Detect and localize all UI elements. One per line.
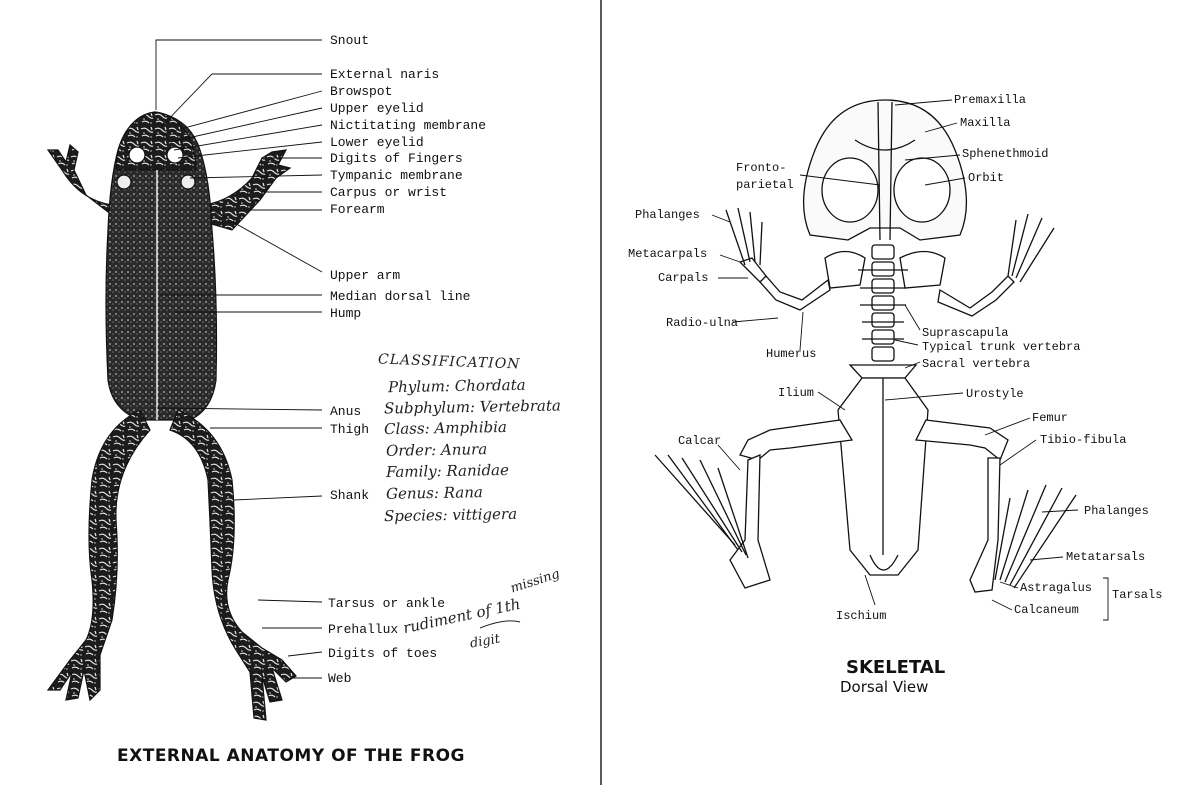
- skeletal-label: Tibio-fibula: [1040, 433, 1127, 447]
- skeletal-label: Tarsals: [1112, 588, 1163, 602]
- right-fingers: [1007, 213, 1055, 283]
- external-label: Upper eyelid: [330, 101, 424, 116]
- external-label: Carpus or wrist: [330, 185, 448, 200]
- classification-line: Genus: Rana: [385, 483, 484, 503]
- external-label: Forearm: [330, 202, 385, 217]
- skeletal-label: Carpals: [658, 271, 709, 285]
- external-label: Nictitating membrane: [330, 118, 487, 133]
- frog-external-drawing: [46, 111, 297, 721]
- external-label: External naris: [330, 67, 440, 82]
- classification-line: Family: Ranidae: [385, 460, 510, 482]
- skeletal-label: Calcaneum: [1014, 603, 1079, 617]
- skeletal-label: Phalanges: [635, 208, 700, 222]
- external-label: Digits of Fingers: [330, 151, 463, 166]
- skeletal-label: Phalanges: [1084, 504, 1149, 518]
- external-label: Hump: [330, 306, 362, 321]
- skeletal-label: Suprascapula: [922, 326, 1009, 340]
- skeletal-label: Femur: [1032, 411, 1069, 425]
- external-label: Median dorsal line: [330, 289, 471, 304]
- skeletal-label: Humerus: [766, 347, 817, 361]
- external-label: Shank: [330, 488, 370, 503]
- skeletal-label: Premaxilla: [954, 93, 1027, 107]
- skeletal-label: Ischium: [836, 609, 887, 623]
- skeletal-label: Orbit: [968, 171, 1005, 185]
- external-label: Digits of toes: [328, 646, 438, 661]
- external-label: Thigh: [330, 422, 370, 437]
- skeletal-label: parietal: [736, 178, 794, 192]
- external-label: Browspot: [330, 84, 393, 99]
- skeletal-subtitle: Dorsal View: [840, 678, 929, 696]
- skeletal-label: Calcar: [678, 434, 722, 448]
- left-fingers: [725, 207, 763, 266]
- skeletal-label: Astragalus: [1020, 581, 1093, 595]
- external-leader-lines: [155, 39, 323, 679]
- external-label: Prehallux: [328, 622, 399, 637]
- skeletal-label: Maxilla: [960, 116, 1011, 130]
- classification-line: Species: vittigera: [383, 504, 518, 526]
- skeletal-label: Urostyle: [966, 387, 1024, 401]
- skeletal-title: SKELETAL: [846, 657, 946, 678]
- classification-line: Class: Amphibia: [383, 417, 508, 439]
- external-anatomy-title: EXTERNAL ANATOMY OF THE FROG: [117, 746, 466, 766]
- right-toes: [994, 484, 1077, 589]
- classification-line: Phylum: Chordata: [387, 375, 526, 397]
- skeletal-label: Sphenethmoid: [962, 147, 1049, 161]
- vertebral-column: [848, 244, 918, 379]
- external-label: Anus: [330, 404, 362, 419]
- external-label: Snout: [330, 33, 370, 48]
- external-label: Tympanic membrane: [330, 168, 463, 183]
- note-squiggle: [479, 620, 521, 629]
- external-label: Lower eyelid: [330, 135, 424, 150]
- skeletal-label: Ilium: [778, 386, 815, 400]
- skeletal-label: Typical trunk vertebra: [922, 340, 1081, 354]
- classification-line: Subphylum: Vertebrata: [383, 396, 562, 418]
- skeletal-label: Fronto-: [736, 161, 787, 175]
- external-label: Tarsus or ankle: [328, 596, 446, 611]
- skeletal-label: Radio-ulna: [666, 316, 739, 330]
- frog-skeleton-drawing: [654, 99, 1077, 593]
- external-label: Upper arm: [330, 268, 401, 283]
- classification-line: Order: Anura: [385, 440, 488, 460]
- external-label: Web: [328, 671, 352, 686]
- skeletal-label: Sacral vertebra: [922, 357, 1031, 371]
- skeletal-label: Metatarsals: [1066, 550, 1146, 564]
- skeletal-label: Metacarpals: [628, 247, 708, 261]
- left-toes: [654, 454, 749, 559]
- skeletal-leader-lines: [711, 99, 1109, 621]
